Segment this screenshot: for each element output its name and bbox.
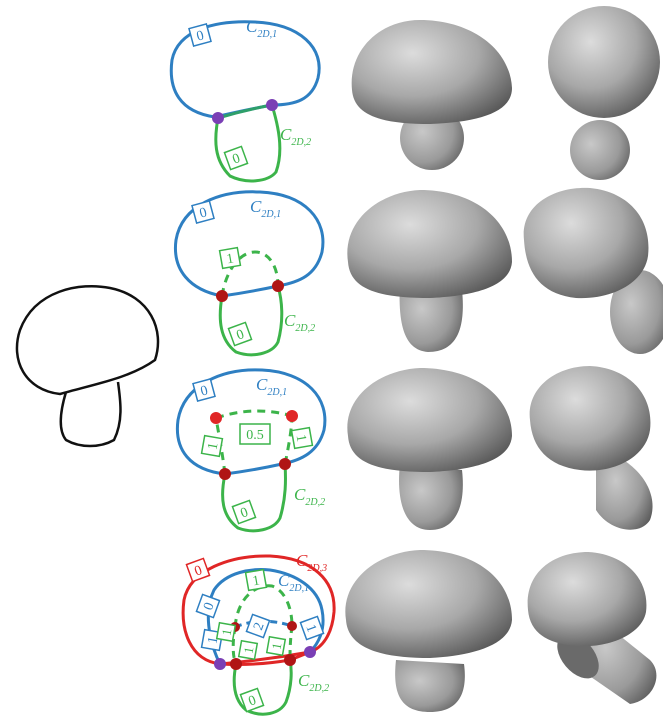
svg-text:1: 1 — [293, 434, 309, 443]
row4-inner-left-box: 1 — [237, 639, 259, 661]
row2-dash-arc — [220, 250, 280, 297]
svg-text:1: 1 — [226, 251, 235, 267]
row3-stem-box: 0 — [231, 499, 257, 525]
row2-left-point — [216, 290, 228, 302]
row4-right-point — [284, 654, 296, 666]
row4-right-box: 1 — [299, 615, 325, 641]
svg-text:1: 1 — [269, 642, 285, 651]
svg-text:1: 1 — [252, 573, 261, 589]
svg-text:1: 1 — [205, 636, 221, 645]
row-3-annotations: 0 0.5 1 1 0 C2D,1 C2D,2 — [175, 368, 327, 533]
svg-text:1: 1 — [219, 628, 235, 637]
svg-text:0: 0 — [247, 693, 259, 709]
svg-text:1: 1 — [302, 623, 318, 635]
mushroom-front-4 — [345, 550, 512, 712]
row4-left-point — [230, 658, 242, 670]
row4-inner-right-box: 1 — [265, 635, 287, 657]
mushroom-front-2 — [347, 190, 512, 352]
row1-stem-box: 0 — [223, 145, 249, 171]
row3-right-point — [279, 458, 291, 470]
row4-bl-box: 1 — [215, 621, 237, 643]
mushroom-front-3 — [347, 368, 512, 530]
row4-stem-curve — [232, 659, 293, 716]
svg-text:C2D,2: C2D,2 — [280, 125, 311, 148]
row3-top-left-point — [210, 412, 222, 424]
row4-stem-box: 0 — [239, 687, 265, 713]
row3-dash-top — [215, 409, 293, 420]
row1-left-point — [212, 112, 224, 124]
row3-right-box: 1 — [290, 426, 314, 450]
svg-text:2: 2 — [251, 621, 267, 633]
row3-left-box: 1 — [200, 434, 224, 458]
mushroom-front-1 — [351, 20, 512, 170]
mushroom-side-3 — [529, 366, 653, 530]
row-1-annotations: 0 0 C2D,1 C2D,2 — [169, 17, 321, 183]
row2-right-point — [272, 280, 284, 292]
row4-outer-right-point — [304, 646, 316, 658]
svg-text:0: 0 — [198, 205, 209, 221]
svg-text:C2D,1: C2D,1 — [246, 17, 277, 40]
row1-cap-box: 0 — [188, 23, 212, 47]
row2-dash-box: 1 — [218, 246, 242, 270]
svg-text:C2D,1: C2D,1 — [278, 571, 309, 594]
row1-stem-curve — [214, 104, 282, 183]
row4-inner-right-point — [287, 621, 297, 631]
row2-cap-box: 0 — [191, 200, 215, 224]
row-4-annotations: 0 0 1 2 1 1 1 1 — [181, 551, 336, 716]
row3-dash-right — [283, 415, 294, 465]
svg-text:1: 1 — [241, 646, 257, 655]
svg-text:1: 1 — [205, 442, 221, 451]
row-2-annotations: 0 1 0 C2D,1 C2D,2 — [173, 190, 325, 357]
row2-stem-curve — [218, 285, 284, 357]
mushroom-side-1 — [548, 6, 660, 180]
row2-stem-box: 0 — [227, 321, 253, 347]
row3-cap-box: 0 — [192, 378, 216, 402]
svg-text:0: 0 — [239, 505, 251, 521]
svg-text:C2D,1: C2D,1 — [250, 197, 281, 220]
svg-text:C2D,3: C2D,3 — [296, 551, 327, 574]
row4-top-box: 1 — [244, 568, 268, 592]
row1-right-point — [266, 99, 278, 111]
input-sketch — [15, 284, 160, 448]
mushroom-side-4 — [527, 552, 657, 704]
row4-outer-left-point — [214, 658, 226, 670]
sketch-stem — [59, 381, 122, 448]
svg-text:C2D,1: C2D,1 — [256, 375, 287, 398]
sketch-cap — [15, 284, 160, 396]
svg-text:0: 0 — [195, 28, 206, 44]
row4-dash-top — [233, 584, 294, 628]
svg-text:0: 0 — [201, 601, 217, 613]
svg-text:0: 0 — [199, 383, 210, 399]
row4-outer-box: 0 — [185, 557, 211, 583]
row3-top-right-point — [286, 410, 298, 422]
row3-left-point — [219, 468, 231, 480]
row4-outer-curve — [181, 554, 336, 666]
row3-stem-curve — [221, 463, 287, 533]
svg-text:0.5: 0.5 — [246, 428, 264, 443]
svg-text:0: 0 — [235, 327, 247, 343]
row3-mid-box: 0.5 — [239, 423, 271, 445]
render-col4 — [523, 6, 663, 704]
row4-mid-box: 2 — [245, 613, 271, 639]
render-col3 — [345, 20, 512, 712]
svg-text:C2D,2: C2D,2 — [284, 311, 315, 334]
svg-text:0: 0 — [231, 151, 243, 167]
row4-cap-box: 0 — [195, 593, 221, 619]
row1-join — [217, 103, 273, 120]
svg-text:C2D,2: C2D,2 — [298, 671, 329, 694]
svg-text:0: 0 — [193, 563, 205, 579]
svg-text:C2D,2: C2D,2 — [294, 485, 325, 508]
mushroom-side-2 — [523, 187, 663, 354]
